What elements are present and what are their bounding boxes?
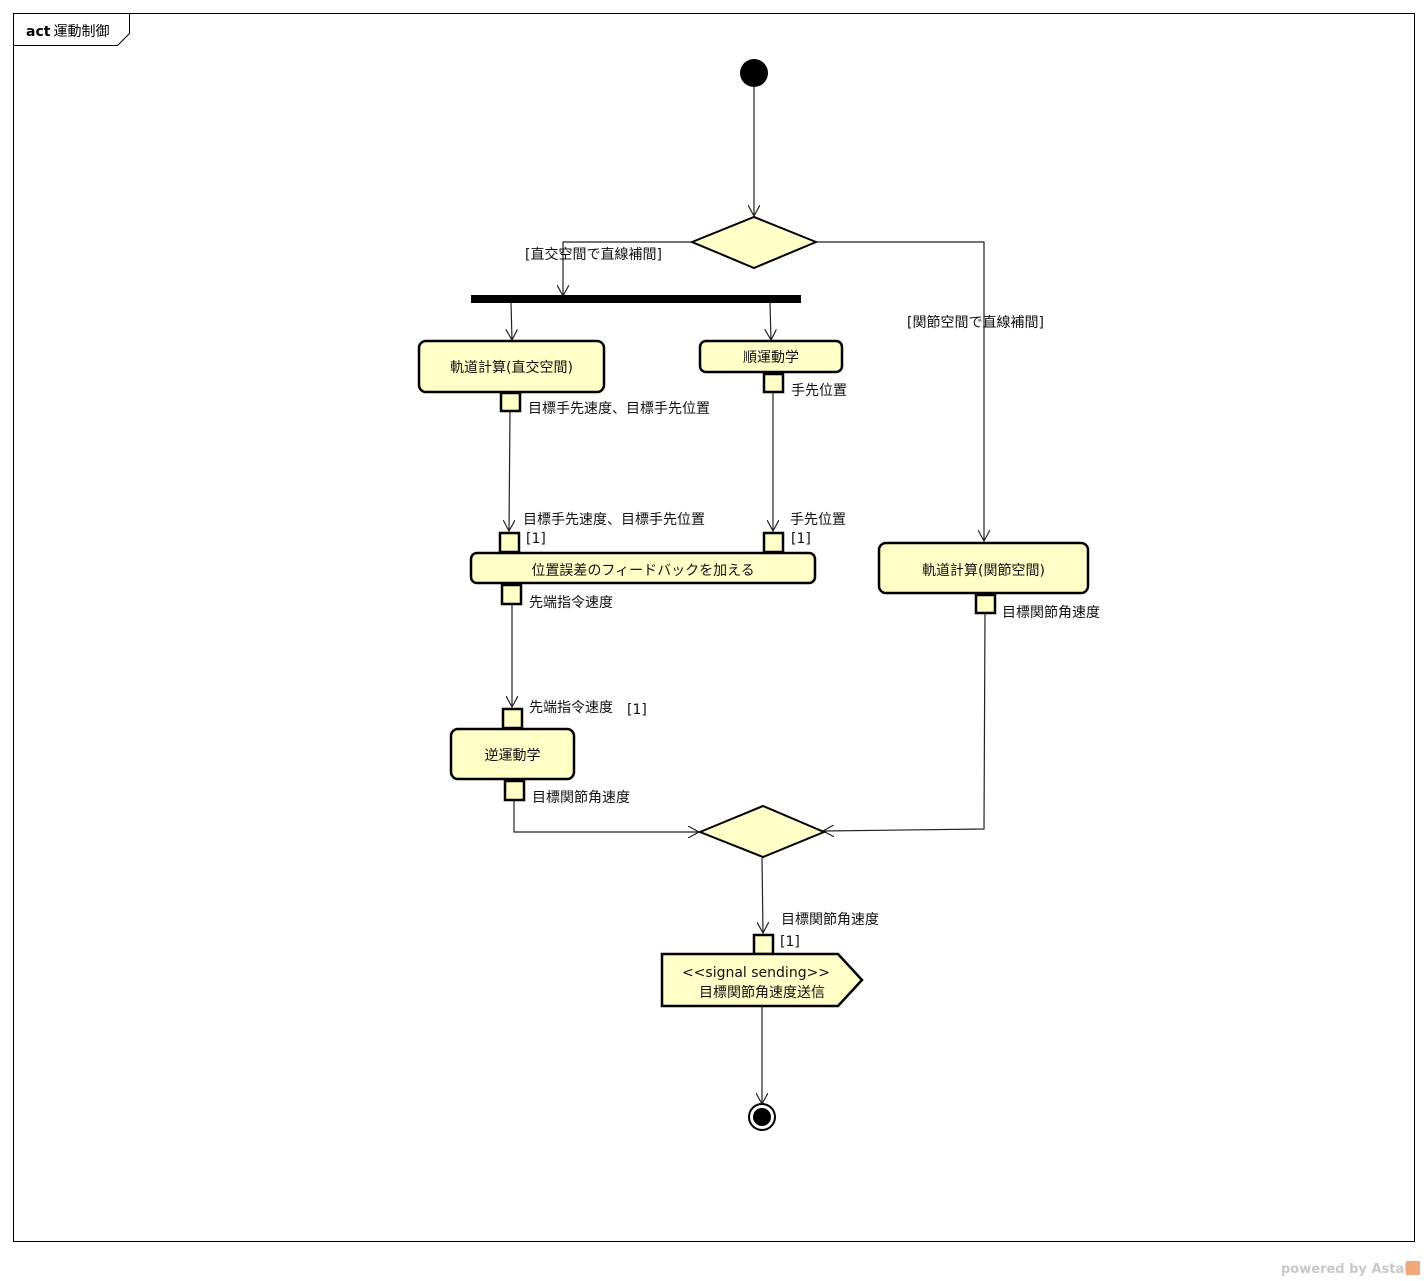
frame-keyword: act (26, 24, 51, 40)
action-trajectory-joint-label: 軌道計算(関節空間) (922, 562, 1045, 579)
guard-cartesian: [直交空間で直線補間] (525, 246, 662, 263)
diagram-frame (13, 13, 1415, 1242)
pin-feedback-in-target-multiplicity: [1] (526, 531, 546, 547)
merge-node (697, 804, 827, 859)
initial-node (740, 59, 768, 87)
action-inverse-kinematics-label: 逆運動学 (485, 748, 541, 764)
edge-decision-to-fork (563, 241, 692, 296)
edge-decision-to-traj-joint (816, 241, 984, 541)
guard-joint: [関節空間で直線補間] (907, 314, 1044, 331)
edge-fork-to-traj-cartesian (511, 302, 512, 340)
edge-merge-to-signal (762, 857, 763, 933)
decision-node (689, 215, 819, 270)
signal-stereotype: <<signal sending>> (682, 965, 830, 981)
pin-feedback-in-position-multiplicity: [1] (791, 531, 811, 547)
frame-title-tab (13, 13, 130, 46)
pin-signal-in-label: 目標関節角速度 (781, 911, 879, 928)
signal-name: 目標関節角速度送信 (699, 984, 825, 1001)
pin-feedback-in-target[interactable] (498, 531, 521, 554)
final-node-inner (753, 1108, 771, 1126)
edge-ik-to-merge (513, 801, 699, 832)
frame-name: 運動制御 (53, 24, 109, 40)
pin-feedback-out[interactable] (500, 583, 523, 606)
pin-ik-out[interactable] (503, 779, 526, 802)
pin-feedback-in-target-label: 目標手先速度、目標手先位置 (523, 512, 705, 528)
pin-signal-in[interactable] (752, 933, 775, 956)
pin-forward-kinematics-out-label: 手先位置 (791, 383, 847, 399)
pin-trajectory-cartesian-out[interactable] (499, 391, 522, 413)
pin-ik-in-label: 先端指令速度 (529, 700, 613, 716)
pin-ik-in-multiplicity: [1] (627, 702, 647, 718)
footer-prefix: powered by (1281, 1262, 1371, 1277)
edge-traj-joint-to-merge (823, 612, 986, 831)
astah-logo-icon (1406, 1261, 1420, 1275)
action-inverse-kinematics[interactable] (449, 727, 576, 781)
pin-trajectory-joint-out-label: 目標関節角速度 (1002, 604, 1100, 621)
action-forward-kinematics[interactable] (698, 339, 844, 374)
pin-trajectory-cartesian-out-label: 目標手先速度、目標手先位置 (528, 401, 710, 417)
pin-forward-kinematics-out[interactable] (762, 372, 785, 394)
edge-target-to-feedback (509, 411, 510, 531)
action-trajectory-joint[interactable] (877, 541, 1090, 595)
pin-signal-in-multiplicity: [1] (780, 934, 800, 950)
fork-bar (471, 295, 801, 303)
pin-feedback-out-label: 先端指令速度 (529, 595, 613, 611)
pin-feedback-in-position-label: 手先位置 (790, 512, 846, 528)
pin-trajectory-joint-out[interactable] (974, 593, 997, 615)
action-trajectory-cartesian-label: 軌道計算(直交空間) (450, 359, 573, 376)
edge-fork-to-forward-kinematics (770, 302, 771, 340)
action-position-feedback-label: 位置誤差のフィードバックを加える (531, 563, 754, 579)
pin-ik-out-label: 目標関節角速度 (532, 789, 630, 806)
action-position-feedback[interactable] (469, 551, 817, 585)
action-signal-send[interactable] (660, 952, 864, 1008)
action-forward-kinematics-label: 順運動学 (743, 350, 799, 366)
pin-feedback-in-position[interactable] (762, 531, 785, 554)
footer-brand: Astah (1371, 1262, 1413, 1277)
powered-by-footer: powered by Astah (1281, 1262, 1413, 1277)
pin-ik-in[interactable] (501, 707, 524, 730)
